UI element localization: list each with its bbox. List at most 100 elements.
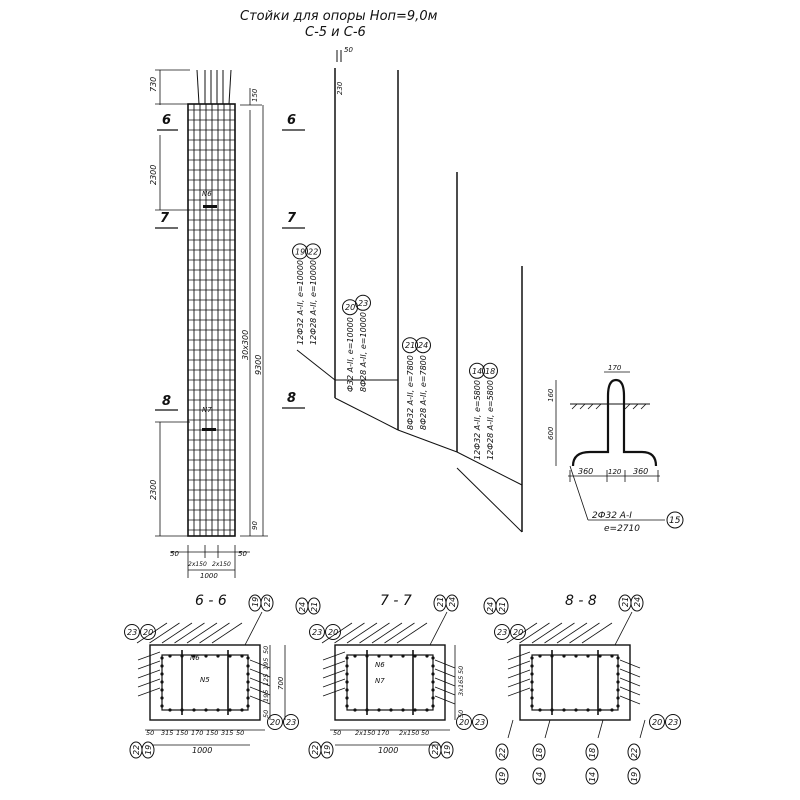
rebar-dot bbox=[389, 708, 393, 712]
dim-top-cover: 150 bbox=[251, 88, 259, 102]
pos-bottom-b: 14 bbox=[535, 772, 544, 782]
leader-hatch bbox=[371, 622, 403, 644]
position-number: 23 bbox=[475, 718, 485, 727]
position-number: 22 bbox=[308, 247, 318, 256]
pos-bottom-a: 18 bbox=[535, 748, 544, 758]
rebar-dot bbox=[353, 708, 357, 712]
rebar-dot bbox=[353, 654, 357, 658]
position-number: 20 bbox=[652, 718, 662, 727]
pos-bubble bbox=[445, 594, 459, 612]
position-number: 23 bbox=[358, 299, 368, 308]
rebar-dot bbox=[228, 654, 232, 658]
dim-width: 1000 bbox=[192, 746, 212, 755]
rebar-dot bbox=[345, 704, 349, 708]
pos-right-b: 23 bbox=[665, 714, 681, 730]
pos-top-left-a: 23 bbox=[494, 624, 510, 640]
rebar-dot bbox=[431, 688, 435, 692]
position-number: 24 bbox=[418, 341, 428, 350]
rebar-dot bbox=[425, 708, 429, 712]
position-number: 23 bbox=[127, 628, 137, 637]
bar-pos-b: 23 bbox=[355, 294, 371, 311]
rebar-dot bbox=[345, 672, 349, 676]
dim-height: 700 bbox=[277, 676, 285, 690]
rebar-dot bbox=[538, 654, 542, 658]
rebar-dot bbox=[550, 708, 554, 712]
pos-top-left-b: 20 bbox=[510, 624, 526, 640]
rebar-dot bbox=[574, 708, 578, 712]
leader-hatch bbox=[507, 669, 531, 679]
leader-hatch bbox=[334, 622, 365, 644]
rebar-dot bbox=[550, 654, 554, 658]
leader-hatch bbox=[137, 651, 161, 661]
dim-bottom-4: 50 bbox=[421, 729, 429, 737]
leader-hatch bbox=[384, 622, 415, 644]
pos-bottom-far-b: 19 bbox=[443, 745, 452, 755]
pos-bottom-far-a: 22 bbox=[431, 745, 440, 755]
rebar-dot bbox=[598, 654, 602, 658]
pos-bottom-b: 19 bbox=[630, 772, 639, 782]
position-number: 14 bbox=[472, 367, 482, 376]
dim-bottom-2: 150 bbox=[176, 729, 188, 737]
anchor-dim-mid: 120 bbox=[608, 468, 622, 476]
position-number: 20 bbox=[513, 628, 523, 637]
rebar-dot bbox=[160, 672, 164, 676]
section-title: 7 - 7 bbox=[380, 593, 412, 609]
rebar-dot bbox=[425, 654, 429, 658]
rebar-dot bbox=[530, 704, 534, 708]
rebar-dot bbox=[365, 708, 369, 712]
rebar-dot bbox=[616, 704, 620, 708]
rebar-dot bbox=[168, 708, 172, 712]
pos-bottom-b: 14 bbox=[588, 772, 597, 782]
leader-hatch bbox=[136, 622, 168, 644]
position-number: 18 bbox=[485, 367, 495, 376]
rebar-dot bbox=[160, 704, 164, 708]
rebar-dot bbox=[180, 708, 184, 712]
position-number: 21 bbox=[405, 341, 415, 350]
rebar-dot bbox=[413, 654, 417, 658]
leader-hatch bbox=[434, 659, 456, 669]
pos-bottom-left-a: 22 bbox=[311, 745, 320, 755]
dim-width: 1000 bbox=[378, 746, 398, 755]
rebar-dot bbox=[616, 696, 620, 700]
leader-hatch bbox=[249, 668, 271, 678]
pos-bottom-right-b: 23 bbox=[472, 714, 488, 730]
rebar-dot bbox=[345, 656, 349, 660]
leader-hatch bbox=[321, 622, 353, 644]
rebar-dot bbox=[192, 654, 196, 658]
rebar-dot bbox=[413, 708, 417, 712]
leader-hatch bbox=[186, 622, 218, 644]
leader-hatch bbox=[137, 678, 161, 688]
rebar-dot bbox=[246, 664, 250, 668]
rebar-dot bbox=[586, 654, 590, 658]
leader-hatch bbox=[507, 651, 531, 661]
leader-hatch bbox=[249, 659, 271, 669]
dim-right-0: 50 bbox=[262, 710, 270, 718]
pos-outer-left-a: 24 bbox=[486, 602, 495, 612]
bar-spec-a: Ф32 A-II, e=10000 bbox=[346, 317, 355, 392]
pos-top-right-a: 21 bbox=[436, 597, 445, 607]
dim-bottom-0: 50 bbox=[146, 729, 154, 737]
rebar-dot bbox=[377, 654, 381, 658]
protruding-bars bbox=[196, 69, 232, 105]
section-marks-right: 6 7 8 bbox=[282, 113, 305, 409]
leader-hatch bbox=[322, 651, 346, 661]
rebar-dot bbox=[610, 654, 614, 658]
dim-right-2: 125 bbox=[262, 674, 270, 686]
pos-bottom-right-b: 23 bbox=[283, 714, 299, 730]
bar-pos-a: 14 bbox=[469, 362, 485, 379]
dim-lower-seg: 2300 bbox=[149, 480, 158, 500]
rebar-dot bbox=[365, 654, 369, 658]
section-mark-6-left: 6 bbox=[162, 113, 171, 128]
leader bbox=[639, 719, 646, 739]
dim-bottom-3: 170 bbox=[191, 729, 203, 737]
right-dimensions: 150 30x300 9300 90 bbox=[240, 88, 268, 537]
leader bbox=[544, 719, 551, 739]
leader-hatch bbox=[322, 687, 346, 697]
leader-hatch bbox=[396, 622, 428, 644]
position-number: 20 bbox=[345, 303, 355, 312]
rebar-dot bbox=[431, 680, 435, 684]
